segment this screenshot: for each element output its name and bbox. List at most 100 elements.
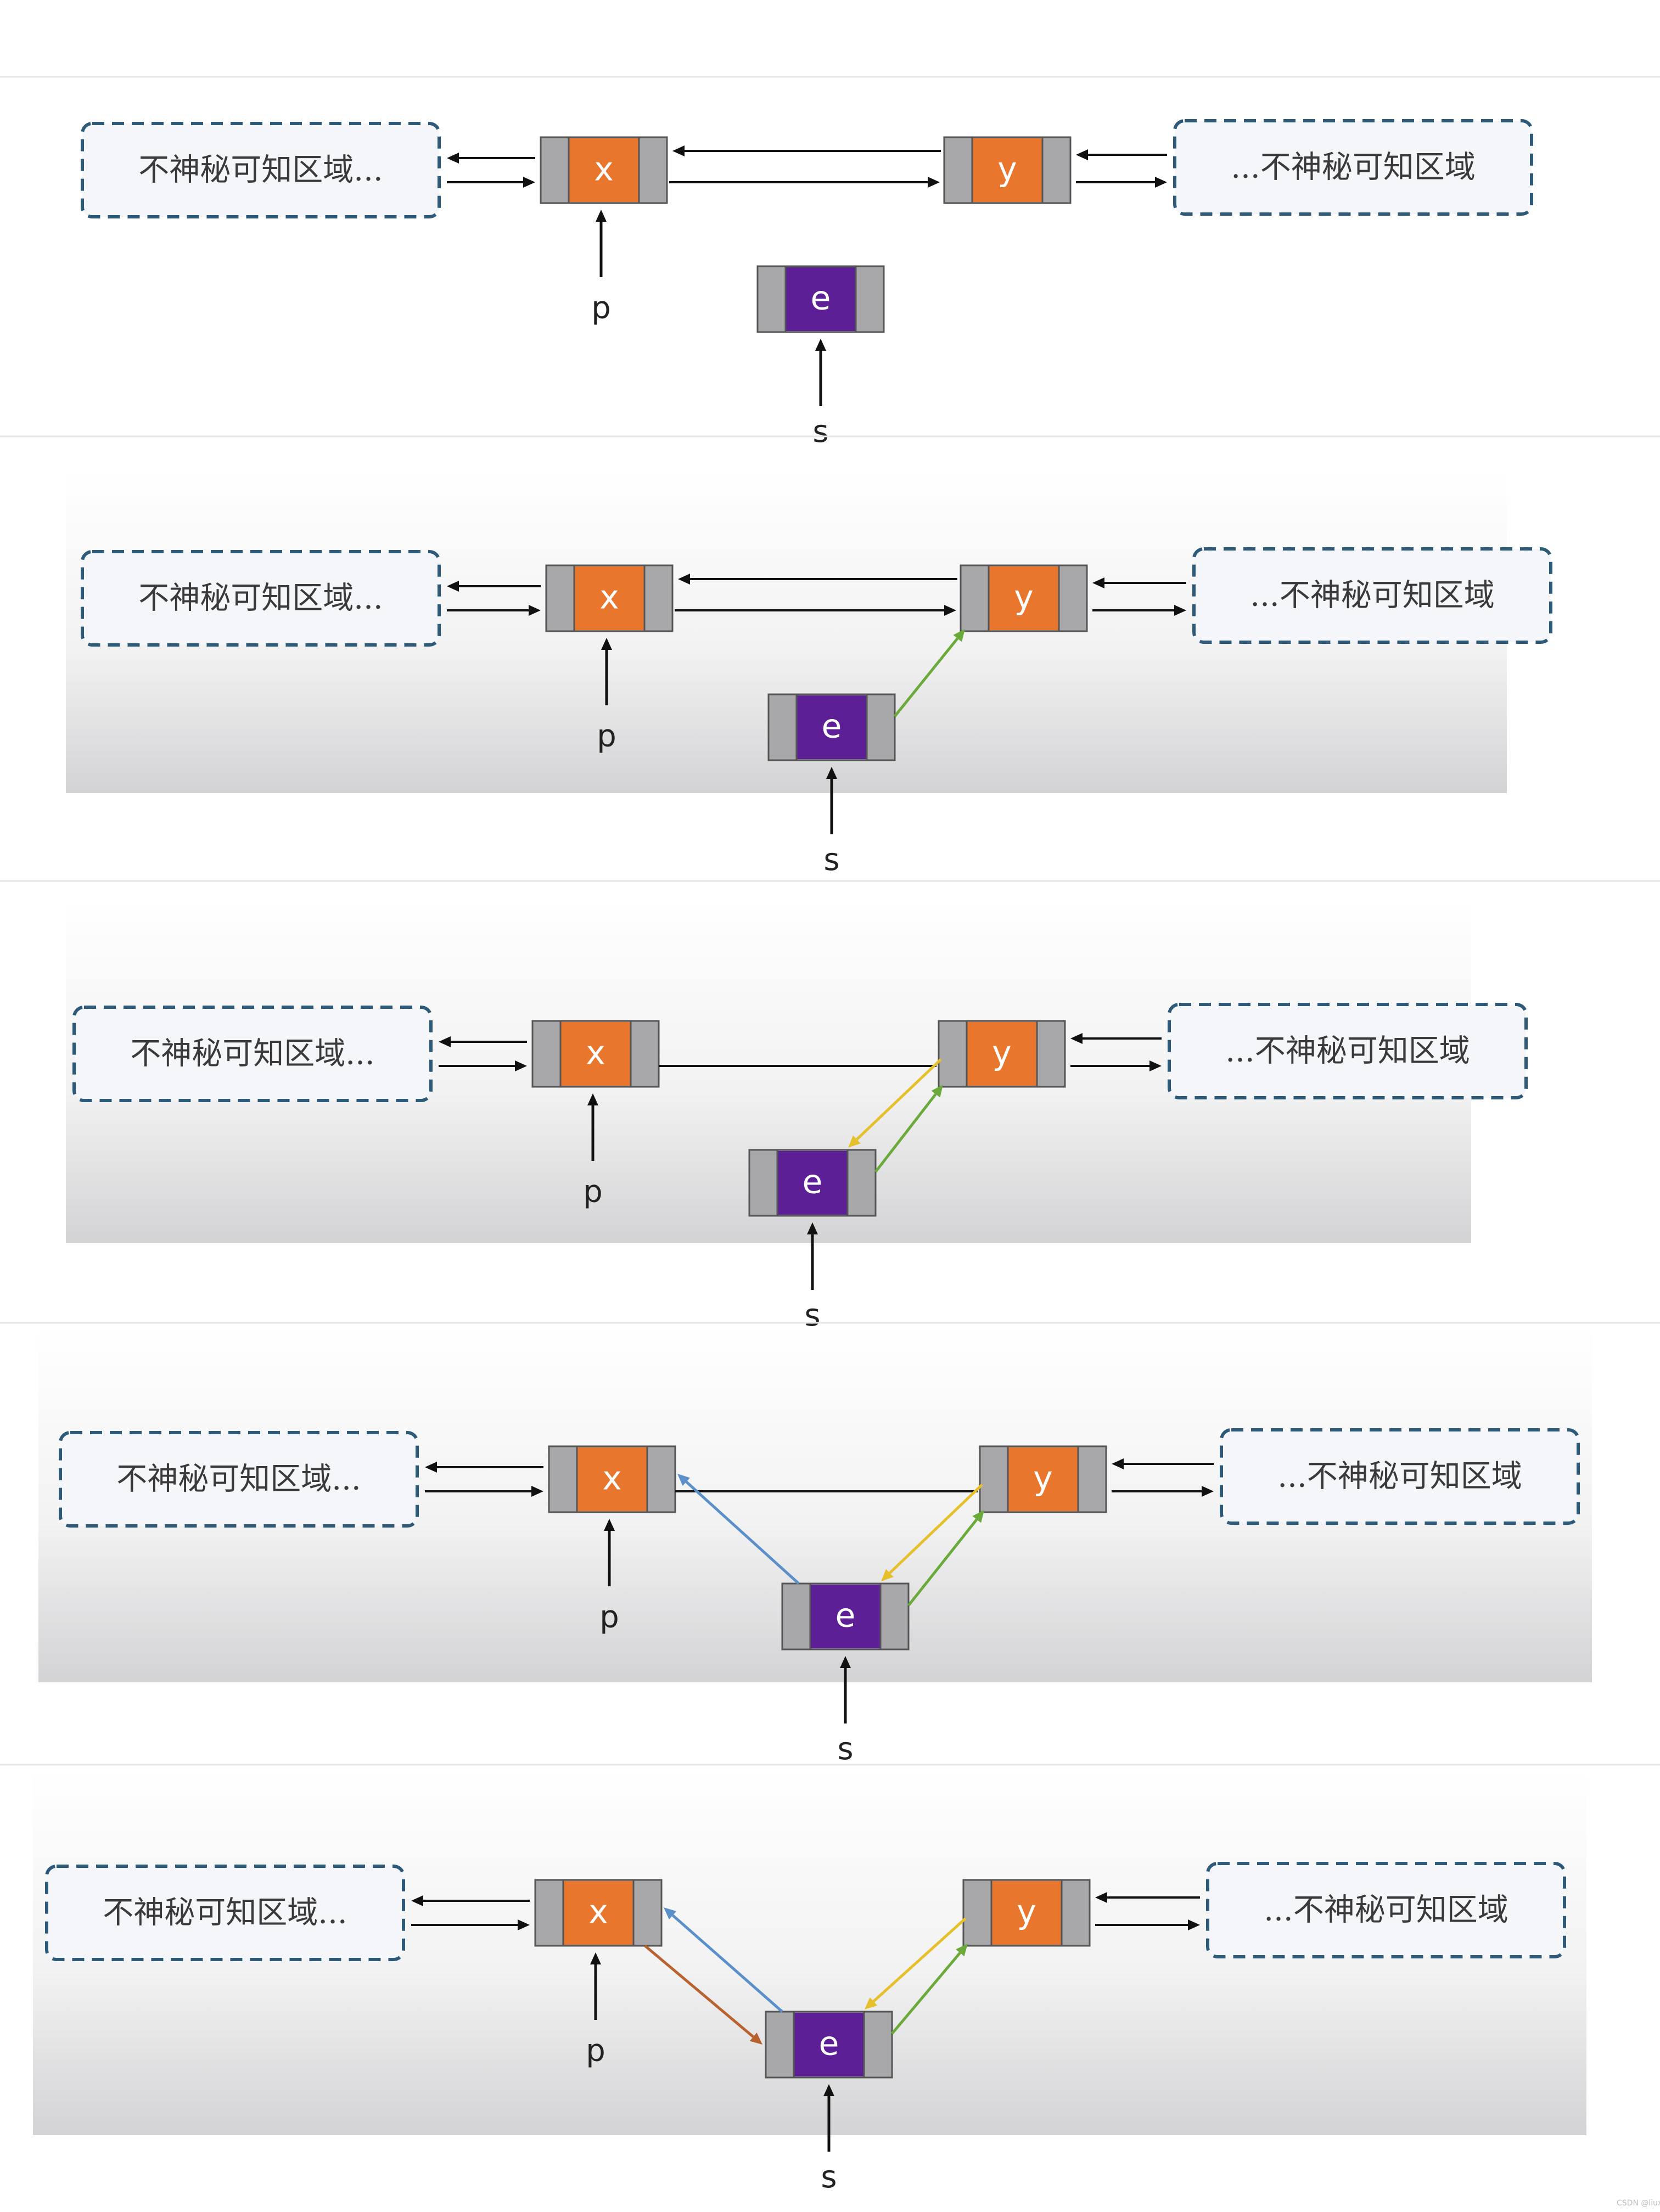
arrow-left-region-to-x	[411, 1919, 530, 1930]
arrow-x-next-to-e	[644, 1945, 762, 2045]
arrow-e-next-to-y	[874, 1085, 943, 1173]
left-region-border	[45, 1865, 405, 1961]
arrow-right-region-to-y	[1112, 1458, 1214, 1469]
arrow-e-prev-to-x-head	[677, 1474, 691, 1486]
arrow-left-region-to-x	[425, 1486, 543, 1497]
arrow-y-to-x	[678, 574, 957, 585]
arrow-y-to-x-head	[672, 145, 685, 156]
arrow-y-prev-to-e	[881, 1484, 983, 1581]
node-e-data-cell	[786, 267, 856, 331]
node-x-data-cell	[563, 1881, 633, 1945]
arrow-pointer-p	[596, 210, 607, 277]
arrow-left-region-to-x-head	[529, 605, 541, 616]
node-x-label: x	[599, 579, 619, 617]
arrow-left-region-to-x	[447, 177, 535, 188]
node-x-data-cell	[574, 566, 644, 630]
left-region-label: 不神秘可知区域...	[138, 153, 383, 188]
node-x-data-cell	[560, 1022, 631, 1086]
node-x-label: x	[602, 1459, 622, 1498]
node-y: y	[960, 564, 1088, 632]
arrow-right-region-to-y	[1095, 1892, 1200, 1903]
left-region: 不神秘可知区域...	[59, 1431, 419, 1528]
arrow-pointer-p	[601, 638, 612, 705]
arrow-right-region-to-y-head	[1092, 577, 1104, 588]
node-y-data-cell	[1008, 1447, 1078, 1511]
node-y-label: y	[1017, 1893, 1036, 1932]
arrow-y-prev-to-e-head	[848, 1135, 861, 1148]
pointer-p-label: p	[583, 1174, 603, 1210]
arrow-x-to-left-region	[411, 1895, 530, 1906]
node-x-label: x	[586, 1034, 605, 1073]
arrow-e-next-to-y-shaft	[894, 637, 959, 717]
arrow-pointer-p-head	[604, 1519, 615, 1531]
arrow-x-to-y	[669, 177, 940, 188]
arrow-e-prev-to-x	[664, 1907, 783, 2013]
arrow-pointer-p-head	[601, 638, 612, 650]
node-e: e	[765, 2011, 893, 2079]
pointer-s-label: s	[804, 1298, 820, 1333]
arrow-right-region-to-y	[1076, 149, 1167, 160]
arrow-left-region-to-x-head	[515, 1060, 527, 1071]
left-region-border	[59, 1431, 419, 1528]
right-region-border	[1192, 547, 1552, 644]
arrow-y-prev-to-e	[848, 1058, 942, 1148]
node-e-data-cell	[794, 2013, 864, 2076]
arrow-y-to-right-region-head	[1202, 1486, 1214, 1497]
right-region: ...不神秘可知区域	[1206, 1862, 1566, 1958]
arrow-e-next-to-y	[894, 629, 965, 717]
node-e: e	[781, 1582, 910, 1650]
node-e: e	[767, 693, 896, 761]
arrow-pointer-s	[840, 1656, 851, 1723]
left-region: 不神秘可知区域...	[81, 122, 441, 218]
right-region-border	[1173, 119, 1533, 216]
arrow-e-prev-to-x-shaft	[671, 1914, 783, 2013]
left-region-border	[81, 550, 441, 647]
arrow-e-prev-to-x-shaft	[685, 1480, 800, 1585]
node-y-label: y	[1014, 579, 1034, 617]
node-y: y	[979, 1445, 1107, 1513]
arrow-pointer-s-head	[840, 1656, 851, 1668]
node-x-data-cell	[569, 138, 639, 202]
node-e-label: e	[819, 2025, 839, 2063]
arrow-left-region-to-x-head	[531, 1486, 543, 1497]
pointer-p-label: p	[597, 718, 616, 754]
node-y: y	[938, 1020, 1066, 1088]
arrow-x-to-left-region	[425, 1462, 543, 1473]
left-region-border	[81, 122, 441, 218]
right-region: ...不神秘可知区域	[1173, 119, 1533, 216]
right-region-border	[1220, 1428, 1580, 1525]
arrow-y-to-right-region	[1112, 1486, 1214, 1497]
node-x: x	[540, 136, 668, 204]
node-y-label: y	[1033, 1459, 1053, 1498]
arrow-e-prev-to-x-head	[664, 1907, 677, 1920]
arrow-x-to-left-region-head	[439, 1036, 451, 1047]
right-region: ...不神秘可知区域	[1168, 1003, 1528, 1099]
left-region: 不神秘可知区域...	[81, 550, 441, 647]
arrow-e-next-to-y-head	[953, 629, 965, 642]
arrow-pointer-p	[590, 1952, 601, 2020]
node-y-label: y	[997, 150, 1017, 189]
arrow-x-next-to-e-shaft	[644, 1945, 754, 2038]
arrow-y-prev-to-e-shaft	[856, 1058, 942, 1141]
node-e-data-cell	[777, 1151, 848, 1215]
right-region-label: ...不神秘可知区域	[1231, 150, 1475, 186]
pointer-s-label: s	[837, 1731, 853, 1767]
arrow-pointer-p	[587, 1093, 598, 1161]
arrow-pointer-s	[807, 1222, 818, 1290]
right-region: ...不神秘可知区域	[1192, 547, 1552, 644]
arrow-right-region-to-y	[1070, 1033, 1162, 1044]
pointer-s-label: s	[823, 842, 839, 878]
arrow-y-prev-to-e-shaft	[872, 1917, 967, 2003]
arrow-e-prev-to-x	[677, 1474, 800, 1585]
pointer-p-label: p	[586, 2033, 605, 2069]
pointer-s-label: s	[821, 2159, 837, 2195]
node-e-data-cell	[810, 1585, 881, 1648]
arrow-left-region-to-x	[439, 1060, 527, 1071]
arrow-pointer-s	[815, 339, 826, 406]
left-region: 不神秘可知区域...	[72, 1006, 433, 1102]
node-e: e	[756, 265, 885, 333]
right-region-label: ...不神秘可知区域	[1250, 578, 1494, 614]
arrow-e-next-to-y-shaft	[874, 1093, 937, 1173]
arrow-x-to-y-head	[928, 177, 940, 188]
